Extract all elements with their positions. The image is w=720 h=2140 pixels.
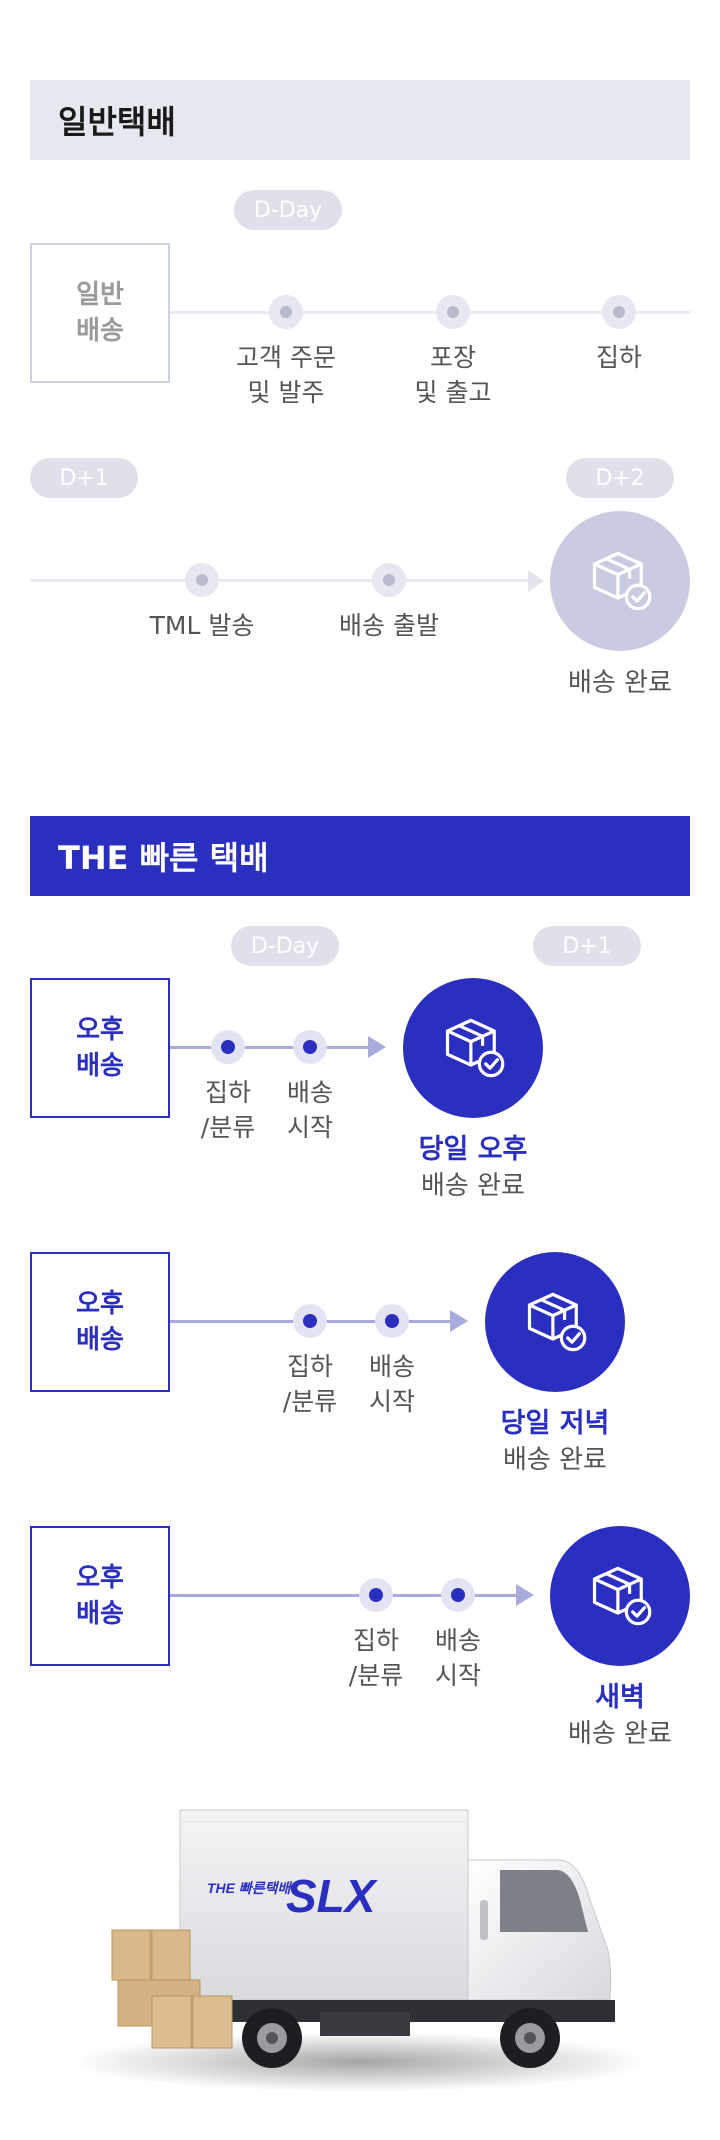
truck-brand-small: THE 빠른택배 [207,1880,293,1896]
delivery-truck-illustration: THE 빠른택배 SLX [70,1809,650,2092]
timeline-line [170,311,690,314]
timeline-dot [269,295,303,329]
timeline-line [170,1594,518,1597]
timeline-dot [185,563,219,597]
timeline-dot [372,563,406,597]
box-check-icon [550,511,690,651]
timeline-dot [293,1030,327,1064]
timeline-dot [602,295,636,329]
fast-delivery-header: THE 빠른 택배 [30,816,690,896]
cardboard-boxes [111,1929,233,2049]
day-pill-d1: D+1 [533,926,641,966]
arrow-head [450,1310,468,1332]
timeline-dot [375,1304,409,1338]
label-line-2: 배송 [76,316,124,346]
day-pill-dday: D-Day [231,926,339,966]
step-pickup-sort: 집하/분류 [348,1626,404,1690]
truck-brand-logo: SLX [286,1870,378,1922]
day-pill-dday: D-Day [234,190,342,230]
step-tml: TML 발송 [149,611,255,640]
day-pill-d1: D+1 [30,458,138,498]
box-check-icon-svg [592,551,652,611]
step-out-delivery: 배송 출발 [339,611,439,640]
box-check-icon [550,1526,690,1666]
fast-row1-done: 당일 오후 배송 완료 [418,1134,528,1201]
timeline-dot [293,1304,327,1338]
fast-row2-done: 당일 저녁 배송 완료 [500,1408,610,1475]
arrow-head [528,570,544,592]
timeline-dot [436,295,470,329]
normal-delivery-label: 일반 배송 [30,243,170,383]
label-line-1: 일반 [76,280,124,310]
step-pickup: 집하 [595,343,642,372]
timeline-line [170,1046,370,1049]
normal-delivery-header: 일반택배 [30,80,690,160]
step-pickup-sort: 집하/분류 [282,1352,338,1416]
box-check-icon [403,978,543,1118]
timeline-dot [441,1578,475,1612]
timeline-dot [211,1030,245,1064]
arrow-head [516,1584,534,1606]
box-check-icon [485,1252,625,1392]
timeline-line [30,579,530,582]
normal-done-label: 배송 완료 [568,668,672,698]
timeline-dot [359,1578,393,1612]
day-pill-d2: D+2 [566,458,674,498]
fast-row3-done: 새벽 배송 완료 [568,1682,672,1749]
arrow-head [368,1036,386,1058]
step-pickup-sort: 집하/분류 [200,1078,256,1142]
